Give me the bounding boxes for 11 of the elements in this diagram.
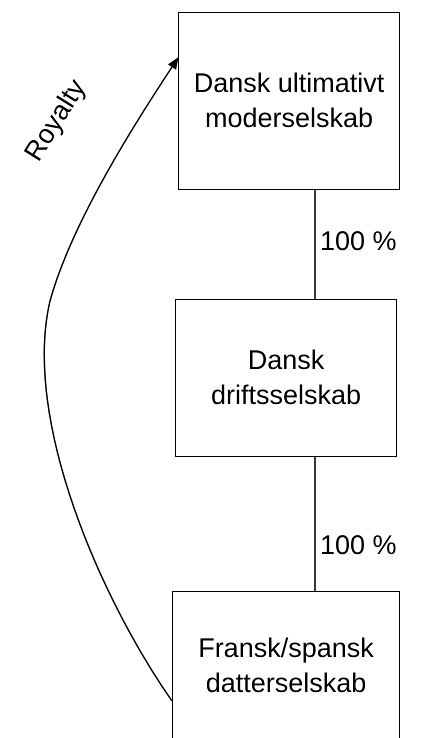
arrow [44, 57, 179, 702]
company-name: Dansk ultimativt moderselskab [192, 66, 386, 135]
company-name: Dansk driftsselskab [210, 344, 362, 412]
company-box [172, 591, 400, 738]
connector-line [314, 190, 316, 299]
company-box [175, 299, 397, 457]
edge-label: 100 % [320, 530, 397, 561]
company-box [178, 12, 400, 190]
connector-line [314, 457, 316, 591]
company-name: Fransk/spansk datterselskab [197, 632, 375, 700]
edge-label: 100 % [320, 226, 397, 257]
